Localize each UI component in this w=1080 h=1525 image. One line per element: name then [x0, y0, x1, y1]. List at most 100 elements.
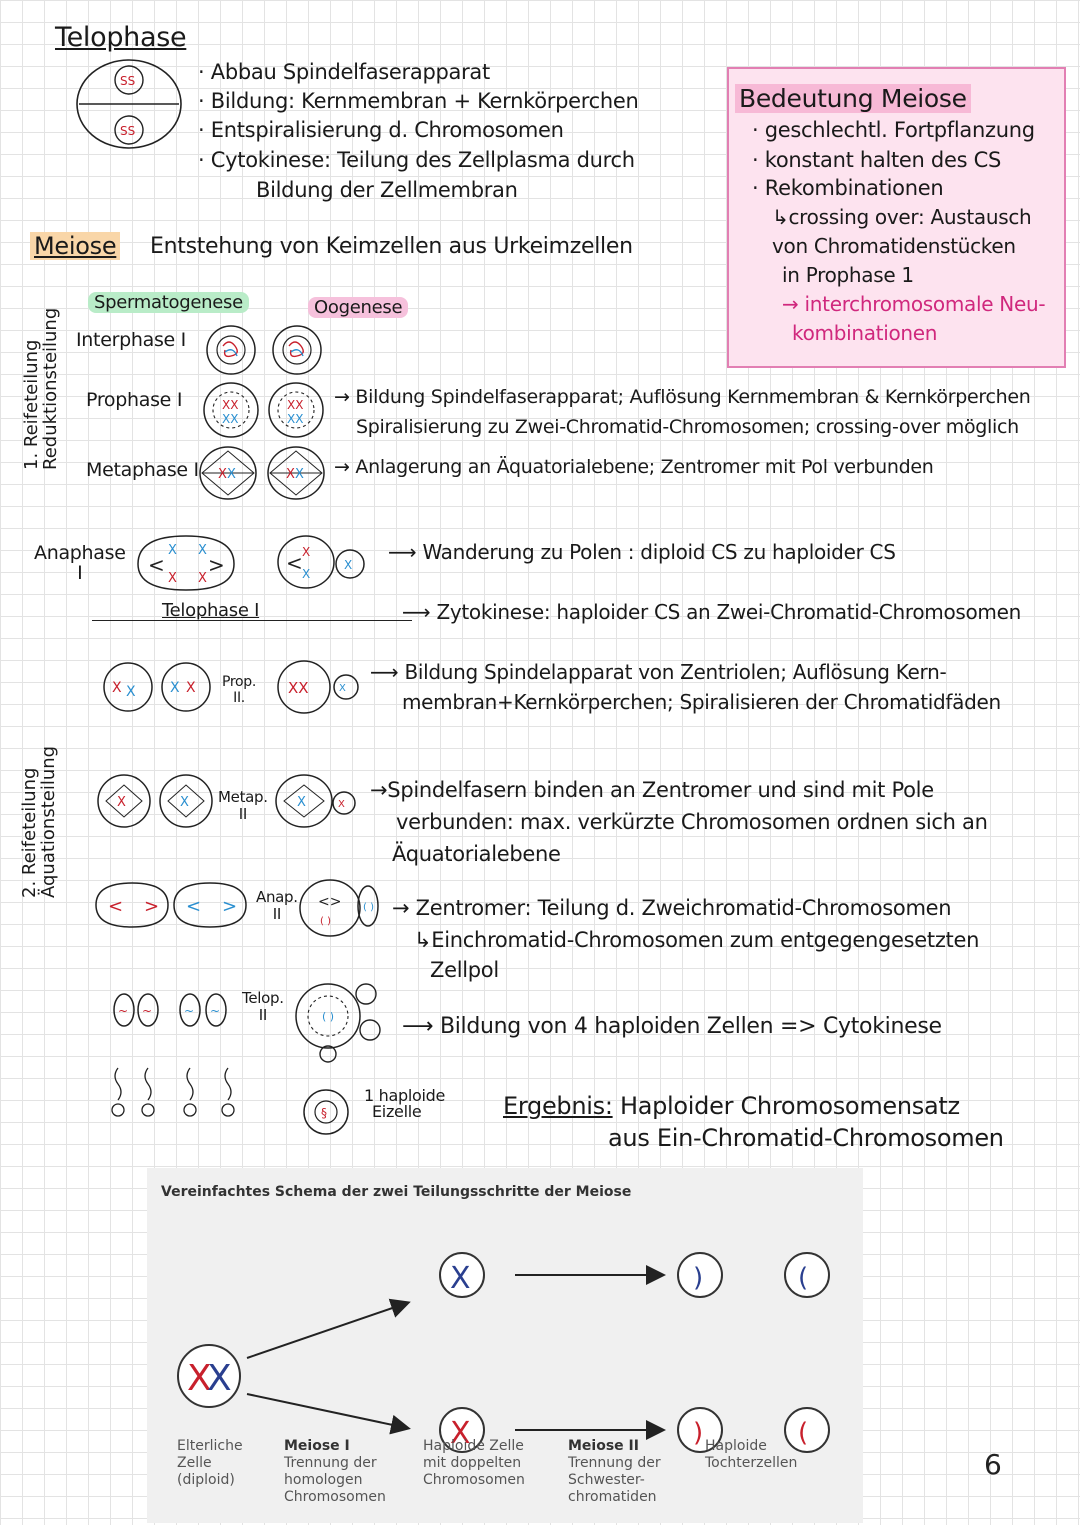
telop-two-note: ⟶ Bildung von 4 haploiden Zellen => Cyto…	[402, 1014, 942, 1039]
prophase-cells-icon: XX XX XX XX	[204, 379, 324, 441]
svg-text:~: ~	[118, 1004, 128, 1018]
figure-caption-meiose-one: Meiose ITrennung derhomologenChromosomen	[284, 1438, 386, 1506]
bedeutung-title: Bedeutung Meiose	[735, 84, 971, 113]
metaphase-note: → Anlagerung an Äquatorialebene; Zentrom…	[334, 456, 933, 478]
svg-text:X: X	[186, 680, 196, 696]
svg-text:X: X	[168, 571, 177, 586]
svg-text:): )	[693, 1263, 703, 1293]
svg-text:X: X	[207, 1358, 232, 1399]
svg-text:X: X	[180, 795, 189, 810]
svg-text:X: X	[198, 543, 207, 558]
svg-text:X: X	[295, 467, 304, 482]
svg-text:X: X	[302, 567, 310, 581]
telophase-cell-icon: SS SS	[74, 56, 184, 156]
svg-text:XX: XX	[287, 412, 303, 426]
svg-text:X: X	[112, 680, 122, 696]
svg-text:X: X	[450, 1261, 471, 1296]
svg-text:X: X	[344, 558, 352, 572]
telophase-bullet-cont: Bildung der Zellmembran	[256, 178, 518, 202]
telophase-one-note: ⟶ Zytokinese: haploider CS an Zwei-Chrom…	[402, 600, 1021, 624]
svg-text:X: X	[227, 467, 236, 482]
anaphase-label: Anaphase I	[34, 543, 126, 583]
svg-text:(: (	[798, 1418, 808, 1448]
anap-two-note: → Zentromer: Teilung d. Zweichromatid-Ch…	[392, 896, 951, 920]
svg-text:X: X	[126, 684, 136, 700]
svg-text:X: X	[170, 680, 180, 696]
bedeutung-line: · Rekombinationen	[752, 176, 943, 200]
svg-text:( ): ( )	[363, 902, 374, 913]
prop-two-label: Prop.II.	[222, 674, 256, 706]
telophase-bullet: · Entspiralisierung d. Chromosomen	[198, 118, 564, 142]
svg-text:): )	[693, 1418, 703, 1448]
anaphase-two-cells-icon: < > < >	[92, 880, 252, 930]
metaphase-two-cells-icon: X X	[96, 773, 220, 829]
egg-cell-icon: §	[300, 1090, 360, 1136]
metap-two-note: verbunden: max. verkürzte Chromosomen or…	[396, 810, 988, 834]
eizelle-label: 1 haploide Eizelle	[364, 1088, 445, 1120]
figure-title: Vereinfachtes Schema der zwei Teilungssc…	[161, 1184, 631, 1200]
second-division-side-label: 2. Reifeteilung Äquationsteilung	[20, 746, 58, 898]
bedeutung-line: in Prophase 1	[782, 263, 914, 287]
figure-diagram: X X X X ) ( ) (	[147, 1218, 863, 1458]
prop-two-note: membran+Kernkörperchen; Spiralisieren de…	[402, 690, 1001, 714]
svg-text:X: X	[302, 545, 310, 559]
svg-text:SS: SS	[120, 124, 135, 138]
svg-text:<: <	[186, 896, 201, 917]
meiosis-schema-figure: Vereinfachtes Schema der zwei Teilungssc…	[147, 1168, 863, 1523]
meiose-title: Meiose	[30, 232, 120, 260]
telophase-bullet: · Bildung: Kernmembran + Kernkörperchen	[198, 89, 639, 113]
svg-text:<: <	[148, 553, 165, 577]
svg-text:(: (	[798, 1263, 808, 1293]
ergebnis-line: aus Ein-Chromatid-Chromosomen	[608, 1124, 1004, 1152]
svg-text:>: >	[208, 553, 225, 577]
telophase-title: Telophase	[55, 22, 186, 53]
telophase-two-oocyte-icon: ( )	[294, 976, 384, 1066]
anaphase-two-oocyte-icon: <> ( ) ( )	[298, 876, 388, 946]
prophase-label: Prophase I	[86, 389, 182, 411]
svg-text:( ): ( )	[322, 1010, 334, 1023]
bedeutung-line: · konstant halten des CS	[752, 148, 1001, 172]
prophase-note: → Bildung Spindelfaserapparat; Auflösung…	[334, 386, 1031, 408]
svg-text:X: X	[198, 571, 207, 586]
metap-two-note: Äquatorialebene	[392, 842, 561, 866]
bedeutung-line: → interchromosomale Neu-	[782, 292, 1045, 316]
anaphase-note: ⟶ Wanderung zu Polen : diploid CS zu hap…	[388, 540, 896, 564]
meiose-definition: Entstehung von Keimzellen aus Urkeimzell…	[150, 234, 633, 259]
svg-text:<>: <>	[318, 894, 341, 910]
metap-two-note: →Spindelfasern binden an Zentromer und s…	[370, 778, 934, 802]
telophase-bullet: · Cytokinese: Teilung des Zellplasma dur…	[198, 148, 635, 172]
telophase-one-label: Telophase I	[162, 600, 259, 621]
svg-text:X: X	[168, 543, 177, 558]
metaphase-label: Metaphase I	[86, 459, 199, 481]
prophase-note: Spiralisierung zu Zwei-Chromatid-Chromos…	[356, 416, 1019, 438]
metap-two-label: Metap.II	[218, 789, 268, 823]
first-division-side-label: 1. Reifeteilung Reduktionsteilung	[22, 308, 60, 470]
svg-text:X: X	[297, 795, 306, 810]
svg-text:<: <	[108, 896, 123, 917]
spermatogenese-label: Spermatogenese	[88, 292, 249, 313]
prop-two-note: ⟶ Bildung Spindelapparat von Zentriolen;…	[370, 660, 946, 684]
svg-text:>: >	[222, 896, 237, 917]
interphase-cells-icon	[205, 324, 325, 376]
svg-text:~: ~	[142, 1004, 152, 1018]
svg-text:XX: XX	[222, 412, 238, 426]
anap-two-label: Anap.II	[256, 889, 298, 923]
svg-text:>: >	[144, 896, 159, 917]
svg-text:( ): ( )	[320, 916, 331, 927]
svg-text:X: X	[218, 467, 227, 482]
metaphase-two-oocyte-icon: X X	[274, 773, 364, 829]
telophase-bullet: · Abbau Spindelfaserapparat	[198, 60, 490, 84]
anap-two-note: ↳Einchromatid-Chromosomen zum entgegenge…	[414, 928, 979, 952]
bedeutung-line: von Chromatidenstücken	[772, 234, 1016, 258]
svg-text:XX: XX	[222, 398, 238, 412]
page-number: 6	[984, 1448, 1002, 1481]
bedeutung-line: · geschlechtl. Fortpflanzung	[752, 118, 1035, 142]
sperm-cells-icon	[104, 1066, 254, 1126]
anap-two-note: Zellpol	[430, 958, 499, 982]
svg-text:SS: SS	[120, 74, 135, 88]
